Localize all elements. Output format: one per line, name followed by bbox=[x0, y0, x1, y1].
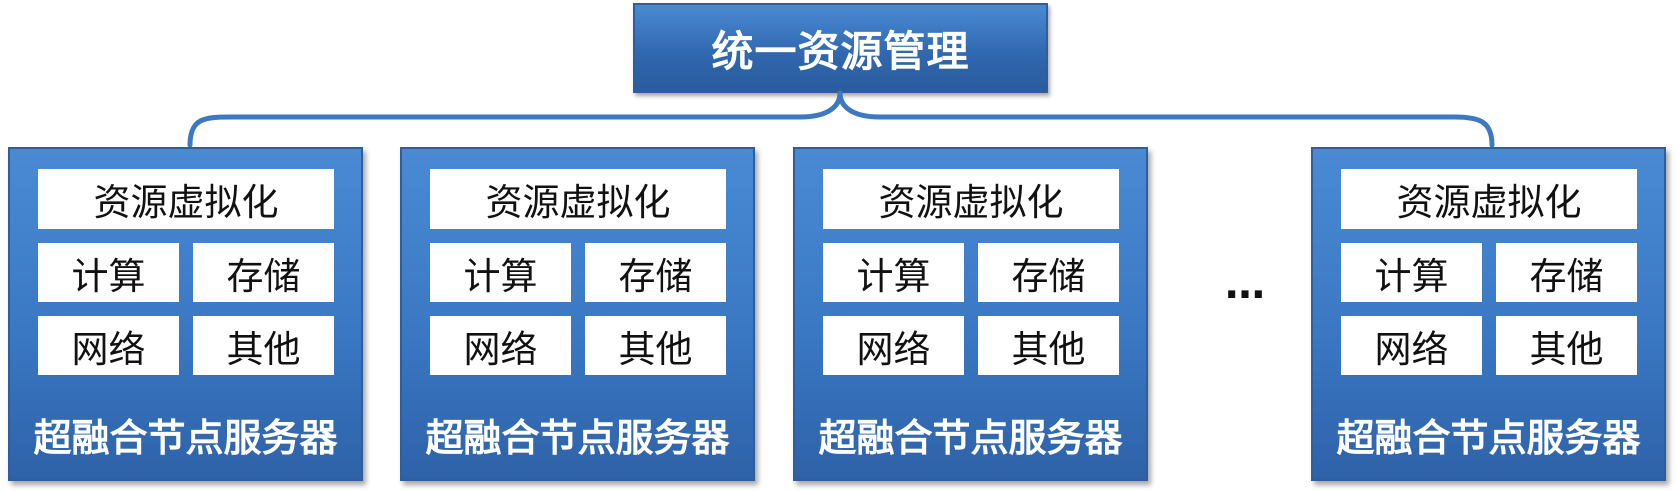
storage-cell: 存储 bbox=[1496, 243, 1637, 302]
compute-cell: 计算 bbox=[430, 243, 571, 302]
hci-node-label: 超融合节点服务器 bbox=[1336, 416, 1641, 460]
unified-resource-management-box: 统一资源管理 bbox=[633, 3, 1048, 93]
resource-virtualization-cell: 资源虚拟化 bbox=[38, 169, 334, 229]
hci-node-3: 资源虚拟化 计算 存储 网络 其他 超融合节点服务器 bbox=[793, 147, 1148, 481]
resource-virtualization-cell: 资源虚拟化 bbox=[430, 169, 726, 229]
other-cell: 其他 bbox=[585, 316, 726, 375]
resource-virtualization-cell: 资源虚拟化 bbox=[1341, 169, 1637, 229]
other-cell: 其他 bbox=[978, 316, 1119, 375]
hci-node-4: 资源虚拟化 计算 存储 网络 其他 超融合节点服务器 bbox=[1311, 147, 1666, 481]
hci-node-label: 超融合节点服务器 bbox=[33, 416, 338, 460]
compute-cell: 计算 bbox=[1341, 243, 1482, 302]
other-cell: 其他 bbox=[1496, 316, 1637, 375]
network-cell: 网络 bbox=[1341, 316, 1482, 375]
network-cell: 网络 bbox=[430, 316, 571, 375]
unified-resource-management-title: 统一资源管理 bbox=[711, 26, 970, 76]
compute-cell: 计算 bbox=[38, 243, 179, 302]
compute-cell: 计算 bbox=[823, 243, 964, 302]
other-cell: 其他 bbox=[193, 316, 334, 375]
storage-cell: 存储 bbox=[978, 243, 1119, 302]
storage-cell: 存储 bbox=[193, 243, 334, 302]
network-cell: 网络 bbox=[38, 316, 179, 375]
resource-virtualization-cell: 资源虚拟化 bbox=[823, 169, 1119, 229]
network-cell: 网络 bbox=[823, 316, 964, 375]
hci-node-1: 资源虚拟化 计算 存储 网络 其他 超融合节点服务器 bbox=[8, 147, 363, 481]
storage-cell: 存储 bbox=[585, 243, 726, 302]
more-nodes-ellipsis: … bbox=[1225, 262, 1265, 308]
hci-node-2: 资源虚拟化 计算 存储 网络 其他 超融合节点服务器 bbox=[400, 147, 755, 481]
hci-node-label: 超融合节点服务器 bbox=[818, 416, 1123, 460]
hci-node-label: 超融合节点服务器 bbox=[425, 416, 730, 460]
brace-connector-path bbox=[187, 90, 1495, 148]
